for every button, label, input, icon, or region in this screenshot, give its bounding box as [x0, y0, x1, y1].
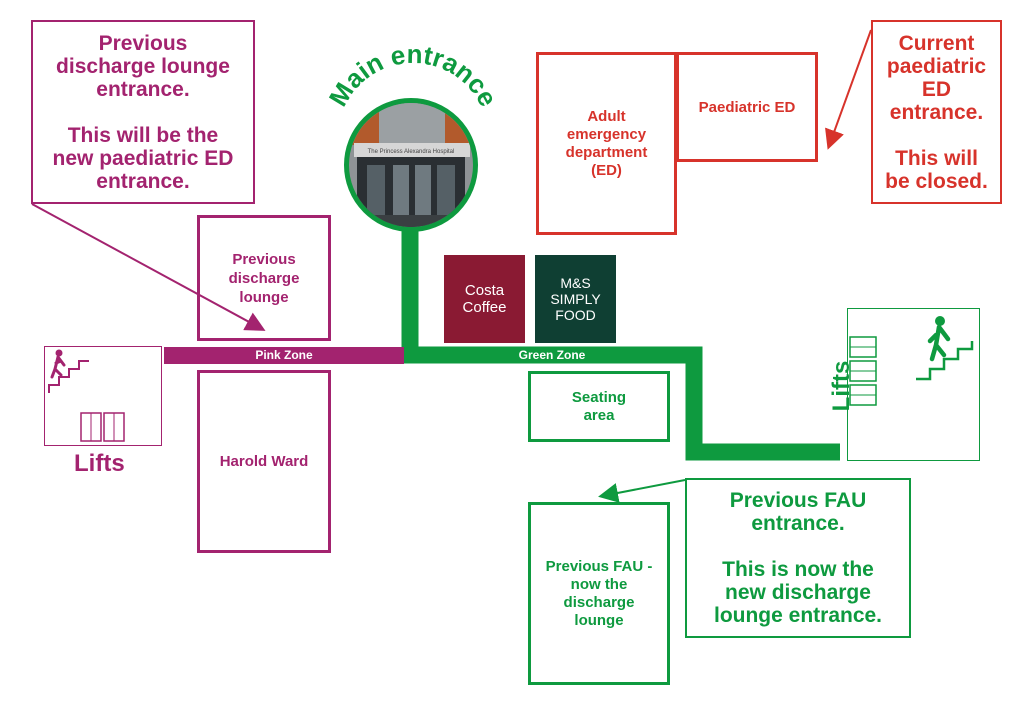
zone-label-green: Green Zone [518, 348, 586, 362]
green-corridor [401, 225, 840, 461]
lifts-left-box [44, 346, 162, 446]
room-prev-discharge-lounge: Previous discharge lounge [197, 215, 331, 341]
lifts-right-label: Lifts [828, 360, 855, 412]
callout-arrow-pink [31, 203, 266, 331]
lifts-left-label: Lifts [74, 450, 125, 477]
room-seating-area: Seating area [528, 371, 670, 442]
callout-prev-fau-entrance: Previous FAU entrance. This is now the n… [685, 478, 911, 638]
callout-current-paed-entrance: Current paediatric ED entrance. This wil… [871, 20, 1002, 204]
stairs-person-icon [48, 349, 89, 393]
main-entrance-photo: The Princess Alexandra Hospital [344, 98, 478, 232]
callout-prev-discharge-entrance: Previous discharge lounge entrance. This… [31, 20, 255, 204]
room-prev-fau: Previous FAU - now the discharge lounge [528, 502, 670, 685]
shop-ms-simply-food: M&S SIMPLY FOOD [535, 255, 616, 343]
zone-label-pink: Pink Zone [255, 348, 313, 362]
callout-arrow-green [598, 479, 686, 503]
lifts-right-box [847, 308, 980, 461]
room-paediatric-ed: Paediatric ED [676, 52, 818, 162]
lift-icon [849, 336, 877, 406]
hospital-building-icon: The Princess Alexandra Hospital [349, 103, 473, 227]
callout-arrow-red [825, 29, 872, 150]
hospital-sign-text: The Princess Alexandra Hospital [368, 149, 455, 155]
shop-costa-coffee: Costa Coffee [444, 255, 525, 343]
room-adult-ed: Adult emergency department (ED) [536, 52, 677, 235]
stairs-person-icon [916, 316, 974, 381]
lift-icon [80, 412, 125, 442]
room-harold-ward: Harold Ward [197, 370, 331, 553]
pink-corridor [164, 347, 404, 364]
